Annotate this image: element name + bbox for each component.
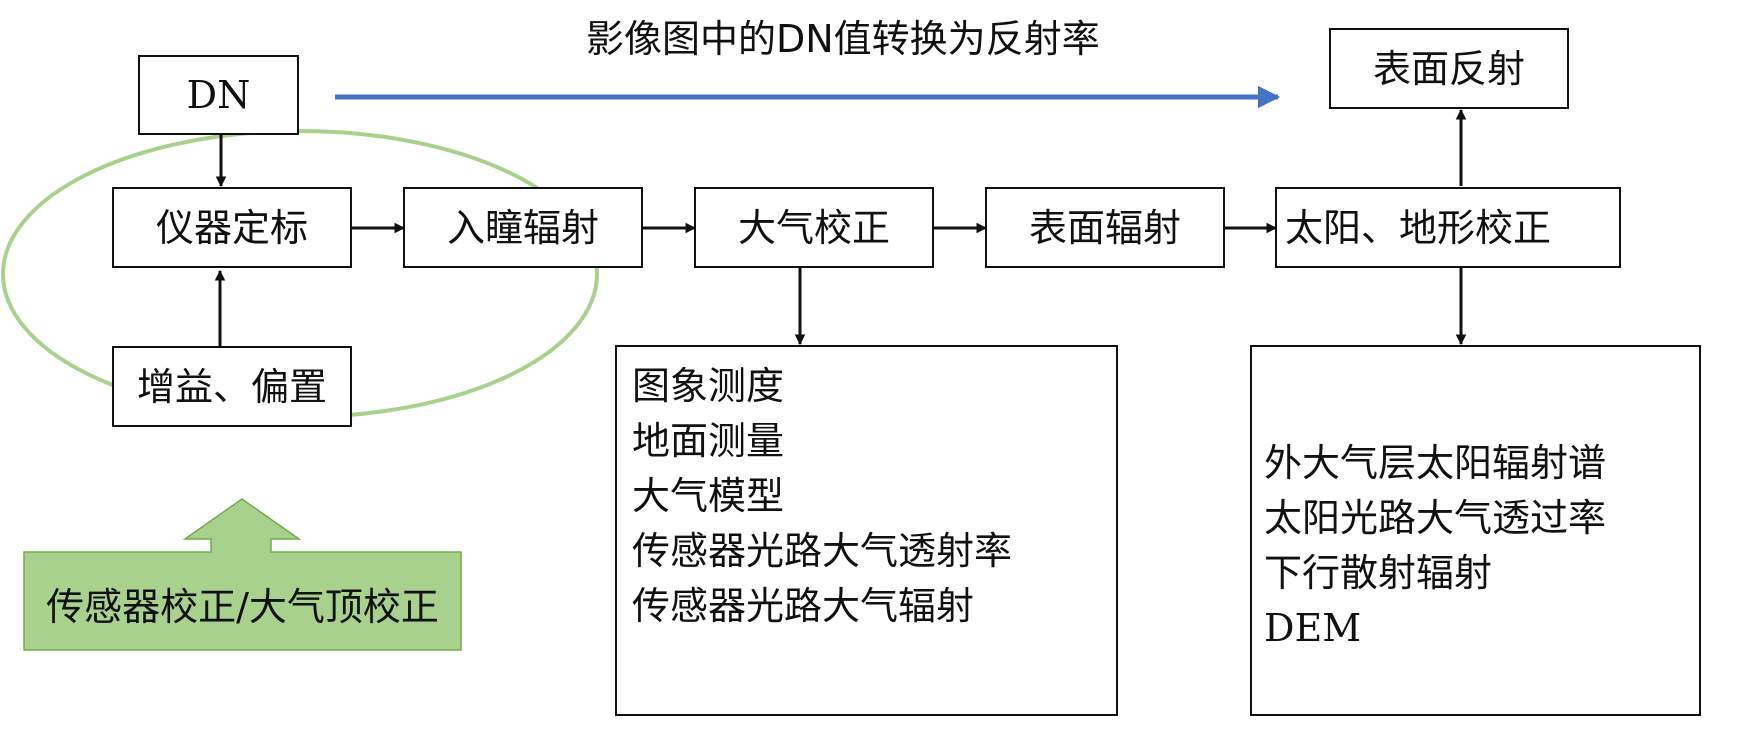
node-dn: DN (138, 55, 299, 135)
atmos-input-item: 大气模型 (632, 474, 785, 518)
terrain-input-item: 太阳光路大气透过率 (1264, 496, 1607, 540)
callout-up-arrow (23, 498, 462, 651)
terrain-input-item: DEM (1264, 606, 1362, 650)
diagram-title: 影像图中的DN值转换为反射率 (586, 17, 1100, 61)
node-surface-radiance: 表面辐射 (985, 187, 1225, 268)
atmos-input-item: 传感器光路大气透射率 (632, 529, 1013, 573)
node-surface-reflectance: 表面反射 (1329, 28, 1569, 109)
node-atmospheric-correction: 大气校正 (694, 187, 934, 268)
node-calibration: 仪器定标 (112, 187, 352, 268)
atmos-input-item: 传感器光路大气辐射 (632, 584, 975, 628)
atmospheric-inputs-box: 图象测度 地面测量 大气模型 传感器光路大气透射率 传感器光路大气辐射 (615, 345, 1118, 716)
terrain-input-item: 下行散射辐射 (1264, 551, 1493, 595)
atmos-input-item: 地面测量 (632, 419, 785, 463)
atmos-input-item: 图象测度 (632, 364, 785, 408)
node-radiance: 入瞳辐射 (403, 187, 643, 268)
node-terrain-correction: 太阳、地形校正 (1275, 187, 1621, 268)
callout-label: 传感器校正/大气顶校正 (46, 585, 439, 629)
node-gain-offset: 增益、偏置 (112, 346, 352, 427)
terrain-input-item: 外大气层太阳辐射谱 (1264, 441, 1607, 485)
terrain-inputs-box: 外大气层太阳辐射谱 太阳光路大气透过率 下行散射辐射 DEM (1250, 345, 1701, 716)
